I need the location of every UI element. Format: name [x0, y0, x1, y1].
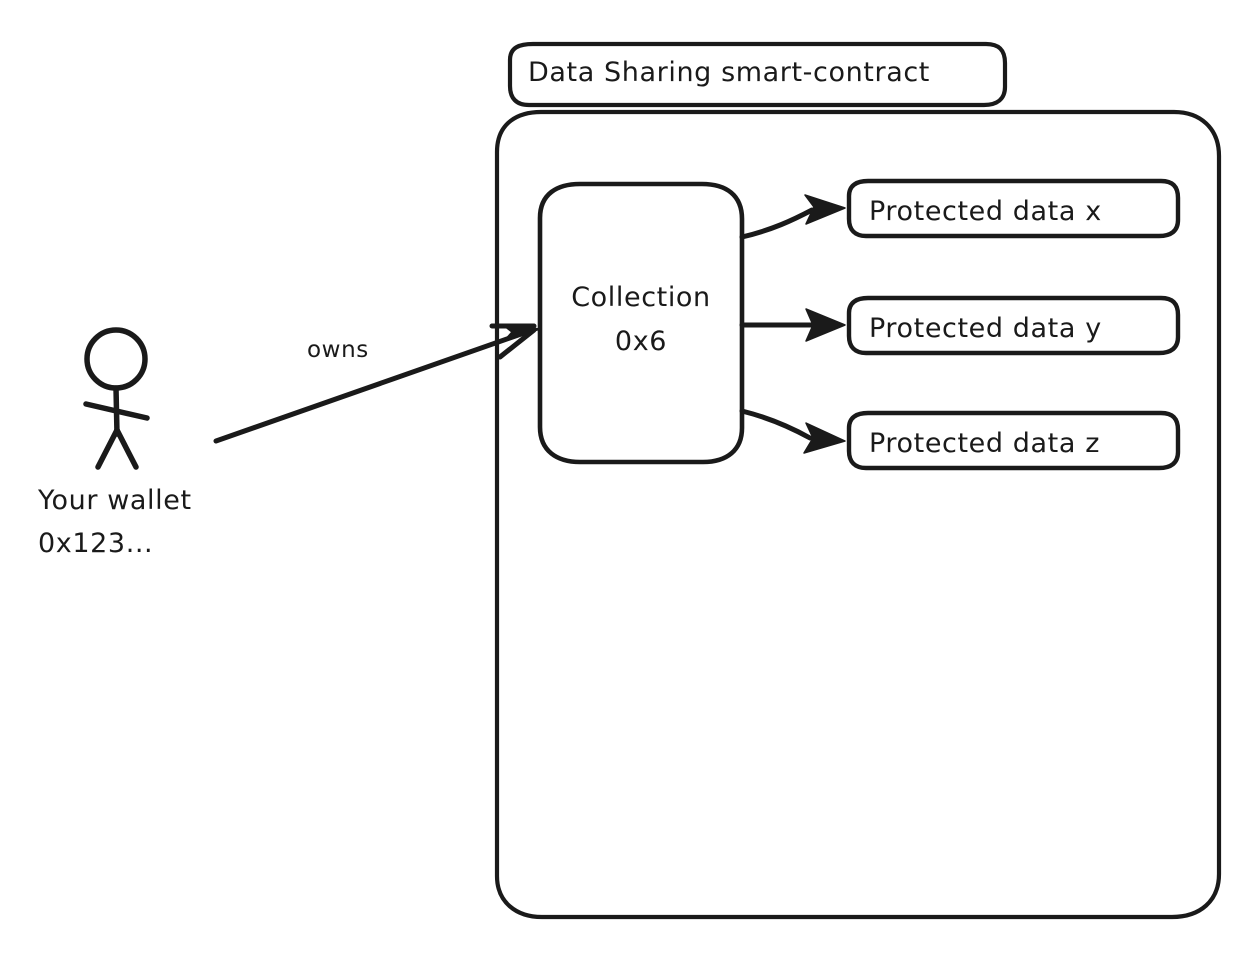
edge-owns-label: owns [307, 337, 369, 363]
collection-address-text: 0x6 [615, 326, 667, 357]
edge-collection-to-x [739, 194, 846, 240]
wallet-label-line1: Your wallet [37, 485, 192, 516]
edge-collection-to-z [739, 408, 846, 454]
protected-data-x-label: Protected data x [869, 196, 1102, 227]
edge-owns: owns [213, 323, 541, 444]
collection-node[interactable]: Collection 0x6 [537, 181, 745, 465]
protected-data-x-node[interactable]: Protected data x [846, 178, 1181, 239]
stick-figure-person-icon [83, 327, 150, 470]
edge-collection-to-y [739, 308, 846, 342]
wallet-actor[interactable]: Your wallet 0x123... [37, 327, 192, 559]
wallet-label-line2: 0x123... [38, 528, 153, 559]
protected-data-y-node[interactable]: Protected data y [846, 295, 1181, 356]
collection-name-text: Collection [571, 282, 711, 313]
protected-data-z-node[interactable]: Protected data z [846, 410, 1181, 471]
protected-data-y-label: Protected data y [869, 313, 1102, 344]
contract-title-text: Data Sharing smart-contract [528, 57, 930, 88]
protected-data-z-label: Protected data z [869, 428, 1100, 459]
contract-title-box[interactable]: Data Sharing smart-contract [507, 41, 1008, 108]
